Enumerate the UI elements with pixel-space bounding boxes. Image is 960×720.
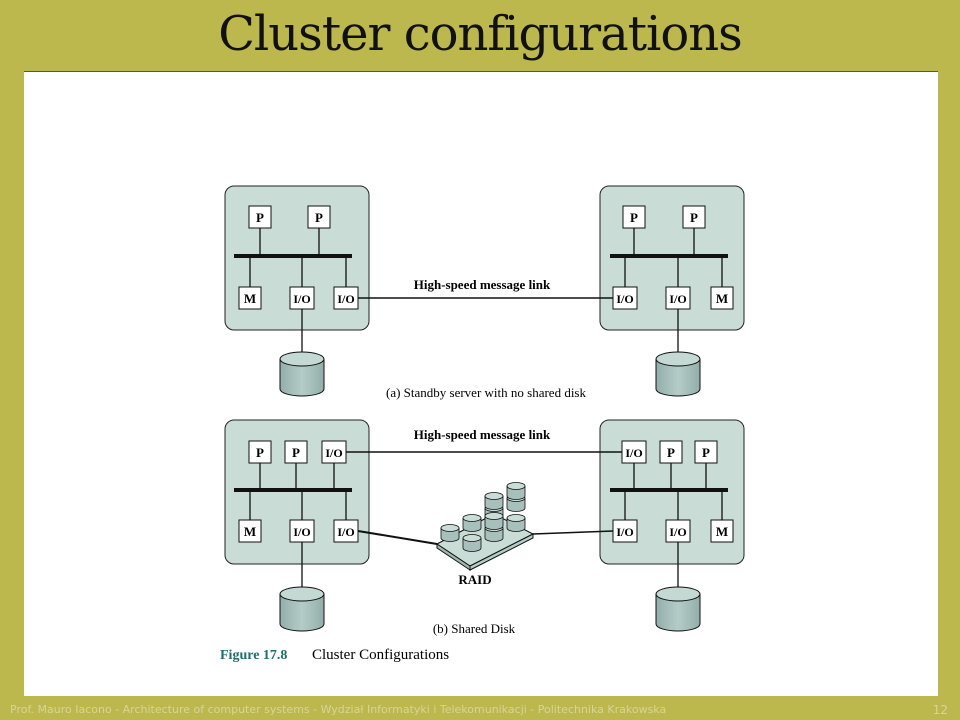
svg-text:P: P: [630, 210, 638, 225]
svg-text:P: P: [292, 445, 300, 460]
io-box: I/O: [289, 519, 315, 543]
processor-box: P: [248, 440, 272, 464]
svg-text:I/O: I/O: [293, 292, 310, 306]
svg-text:P: P: [256, 210, 264, 225]
disk-icon: [655, 586, 701, 632]
svg-text:I/O: I/O: [293, 525, 310, 539]
svg-text:M: M: [244, 524, 256, 539]
caption-part-a: (a) Standby server with no shared disk: [386, 385, 587, 400]
svg-text:I/O: I/O: [669, 525, 686, 539]
disk-icon: [279, 351, 325, 397]
title-divider: [24, 71, 938, 72]
svg-text:I/O: I/O: [325, 446, 342, 460]
disk-icon: [279, 586, 325, 632]
raid-link-right: [532, 530, 614, 535]
message-link-label-b: High-speed message link: [414, 427, 551, 442]
svg-text:P: P: [690, 210, 698, 225]
svg-text:I/O: I/O: [625, 446, 642, 460]
io-box: I/O: [612, 519, 638, 543]
processor-box: P: [659, 440, 683, 464]
raid-disk-icon: [506, 514, 526, 532]
processor-box: P: [622, 205, 646, 229]
page-number: 12: [932, 703, 948, 717]
caption-part-b: (b) Shared Disk: [433, 621, 516, 636]
footer-text: Prof. Mauro Iacono - Architecture of com…: [10, 703, 667, 716]
raid-disk-icon: [484, 492, 504, 510]
message-link-label-a: High-speed message link: [414, 277, 551, 292]
svg-text:M: M: [244, 291, 256, 306]
memory-box: M: [710, 286, 734, 310]
processor-box: P: [248, 205, 272, 229]
svg-text:I/O: I/O: [669, 292, 686, 306]
svg-text:P: P: [702, 445, 710, 460]
svg-text:I/O: I/O: [337, 525, 354, 539]
raid-disk-icon: [506, 482, 526, 500]
io-box: I/O: [333, 286, 359, 310]
processor-box: P: [307, 205, 331, 229]
svg-text:P: P: [256, 445, 264, 460]
svg-text:M: M: [716, 524, 728, 539]
raid-disks: [440, 482, 526, 552]
raid-disk-icon: [462, 514, 482, 532]
svg-text:P: P: [315, 210, 323, 225]
io-box: I/O: [321, 440, 347, 464]
svg-text:P: P: [667, 445, 675, 460]
memory-box: M: [710, 519, 734, 543]
io-box: I/O: [665, 286, 691, 310]
svg-text:M: M: [716, 291, 728, 306]
memory-box: M: [238, 519, 262, 543]
svg-text:I/O: I/O: [337, 292, 354, 306]
disk-icon: [655, 351, 701, 397]
figure-number: Figure 17.8: [220, 648, 287, 663]
raid-label: RAID: [458, 572, 491, 587]
figure-caption: Cluster Configurations: [312, 647, 449, 663]
processor-box: P: [284, 440, 308, 464]
raid-link-left: [357, 530, 438, 545]
figure-panel: P P M I/O I/O P P I/O I/O M High-speed m…: [24, 72, 938, 696]
io-box: I/O: [621, 440, 647, 464]
memory-box: M: [238, 286, 262, 310]
raid-disk-icon: [440, 524, 460, 542]
processor-box: P: [694, 440, 718, 464]
slide-title: Cluster configurations: [218, 6, 743, 62]
io-box: I/O: [289, 286, 315, 310]
raid-disk-icon: [484, 512, 504, 530]
svg-text:I/O: I/O: [616, 525, 633, 539]
io-box: I/O: [333, 519, 359, 543]
svg-text:I/O: I/O: [616, 292, 633, 306]
processor-box: P: [682, 205, 706, 229]
raid-disk-icon: [462, 534, 482, 552]
io-box: I/O: [665, 519, 691, 543]
io-box: I/O: [612, 286, 638, 310]
cluster-diagram: P P M I/O I/O P P I/O I/O M High-speed m…: [220, 185, 745, 663]
